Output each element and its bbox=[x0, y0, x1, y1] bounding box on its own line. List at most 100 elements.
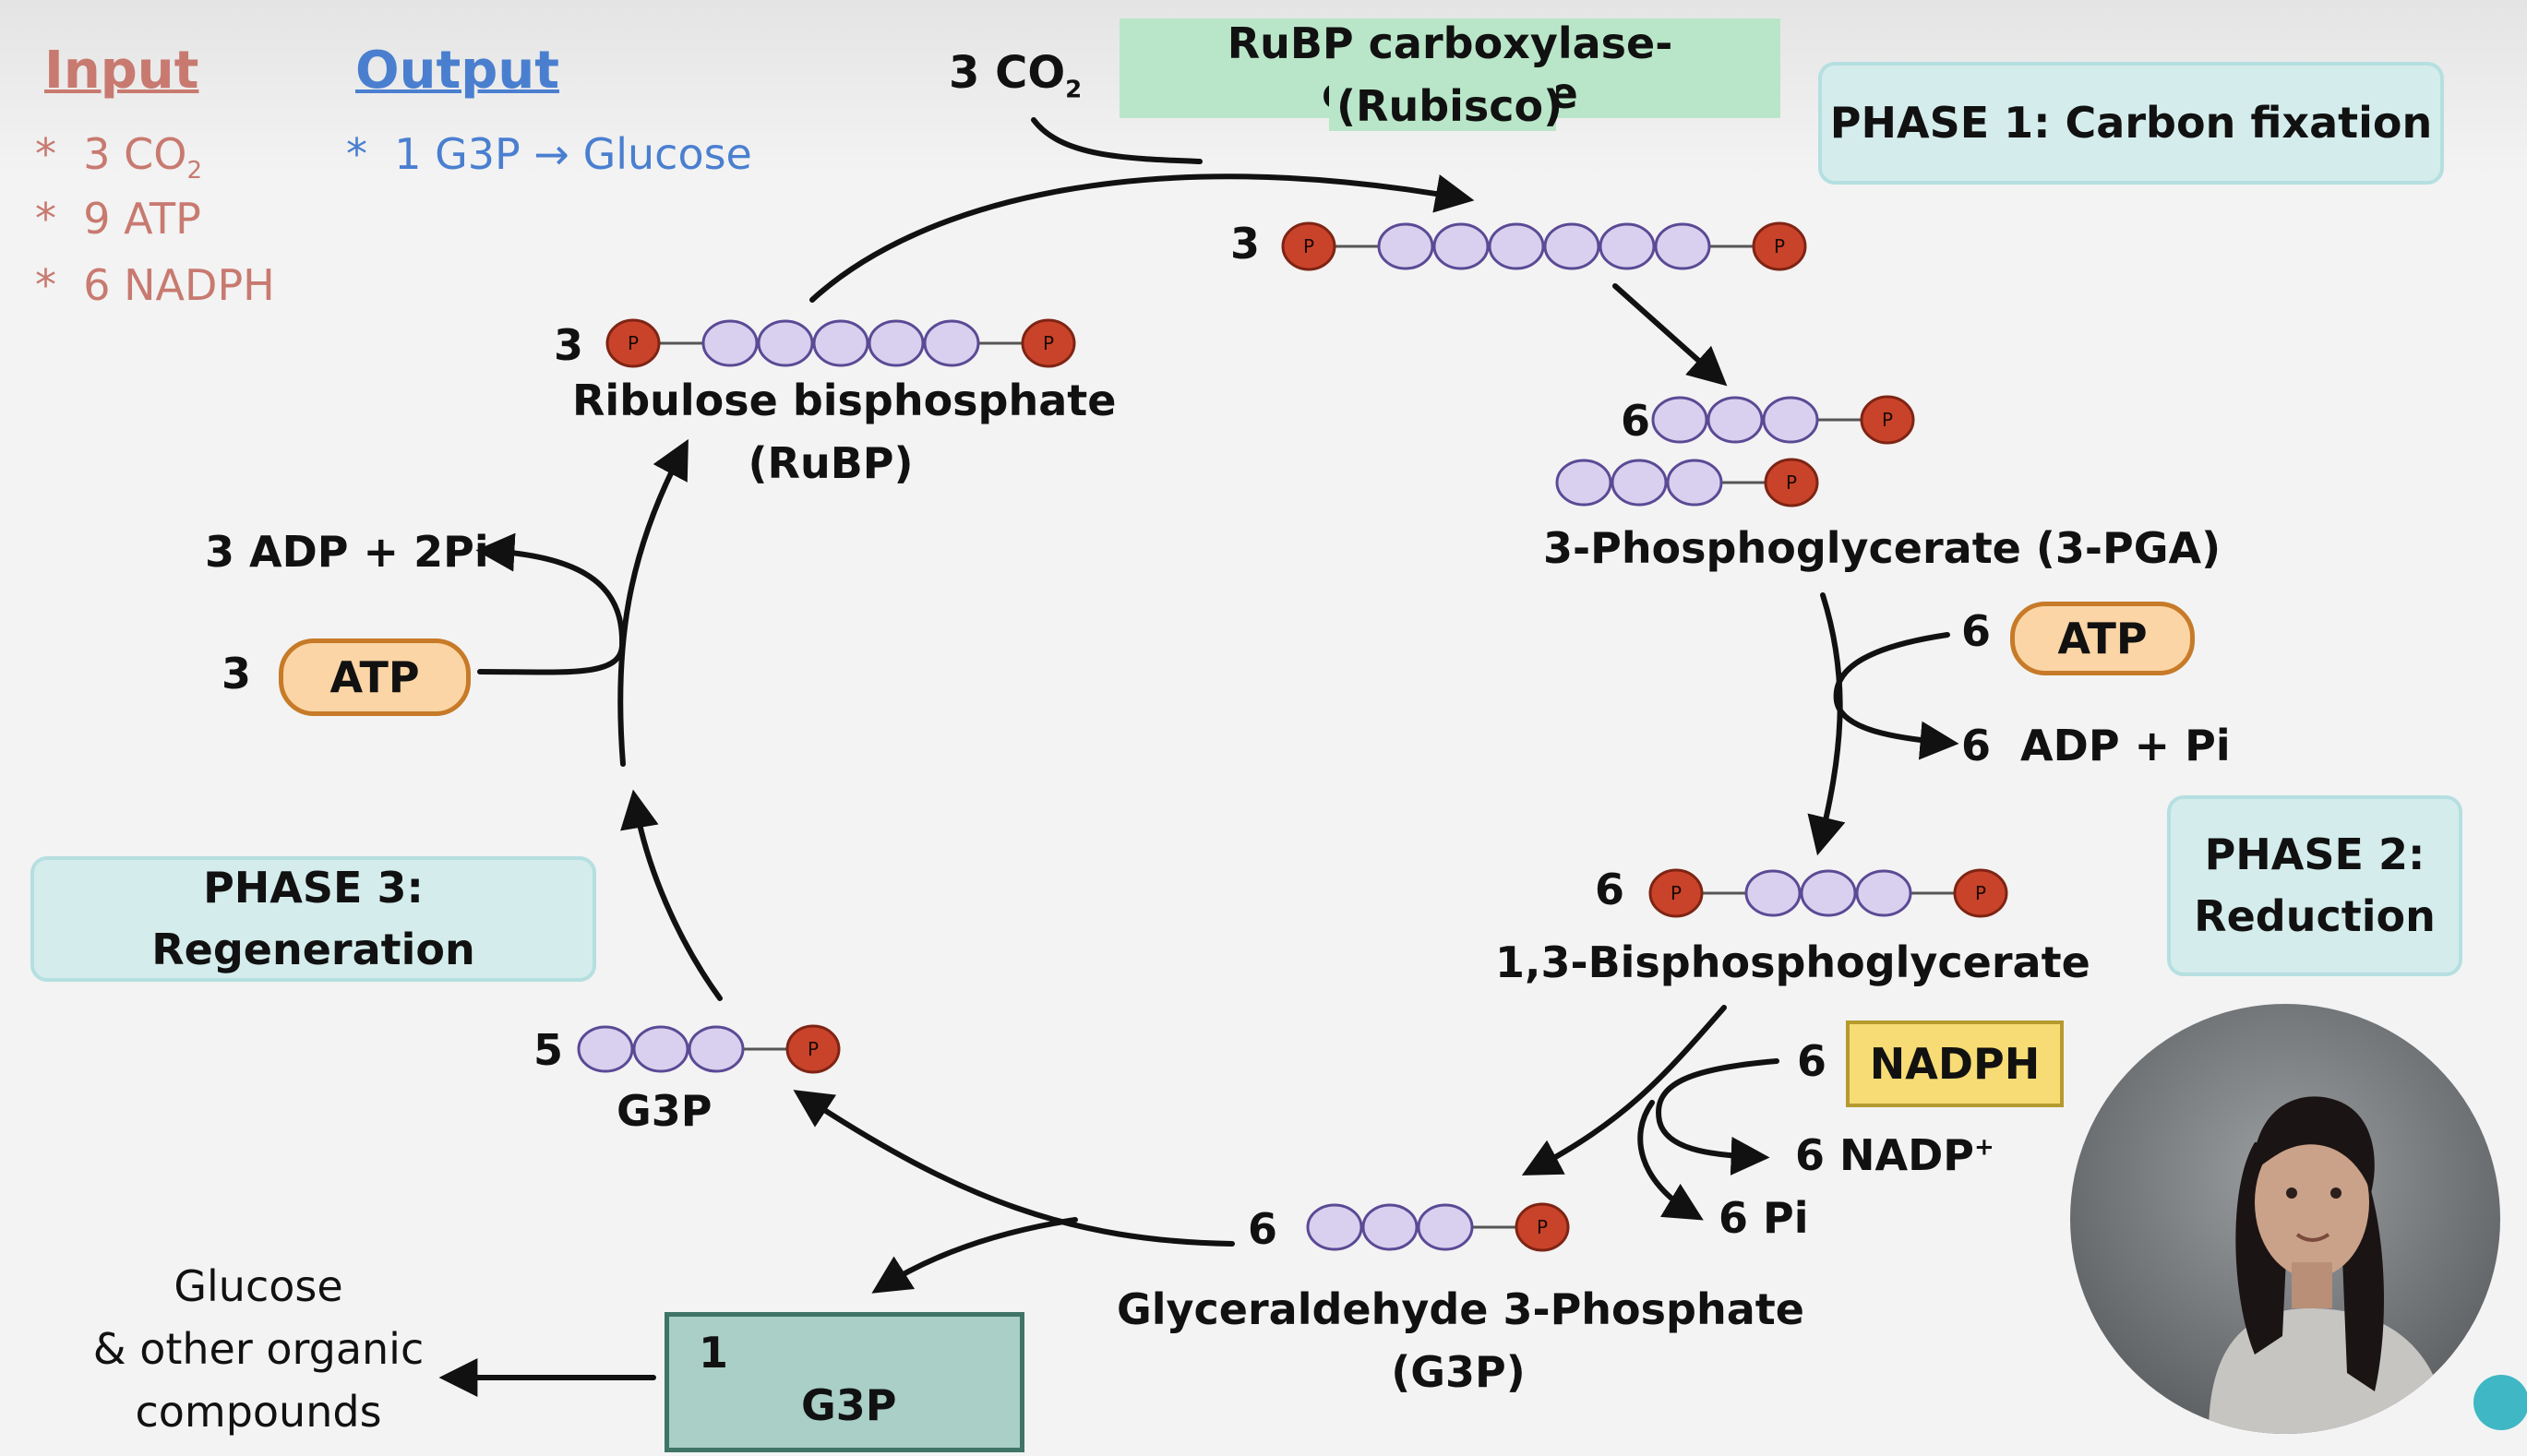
g3p5-count: 5 bbox=[533, 1025, 564, 1075]
molecule-chains: PPPPPPPPPPP bbox=[577, 221, 2008, 1378]
carbon-atom bbox=[1611, 459, 1668, 507]
phosphate-group bbox=[1764, 458, 1819, 507]
carbon-atom bbox=[688, 1025, 745, 1073]
arrow-to-5-g3p bbox=[793, 1090, 1235, 1247]
nadph-box: NADPH bbox=[1846, 1020, 2064, 1107]
phosphate-letter: P bbox=[1975, 882, 1986, 904]
nadp-output-label: 6 NADP+ bbox=[1795, 1130, 1994, 1180]
carbon-atom bbox=[923, 319, 980, 367]
g3p6-label-line2: (G3P) bbox=[1391, 1347, 1526, 1397]
pga-label: 3-Phosphoglycerate (3-PGA) bbox=[1543, 523, 2222, 573]
carbon-atom bbox=[1651, 396, 1708, 444]
phase2-line1: PHASE 2: bbox=[2204, 829, 2425, 880]
arrow-to-rubp bbox=[617, 438, 689, 767]
floating-widget-icon[interactable] bbox=[2473, 1375, 2527, 1430]
carbon-atom bbox=[1555, 459, 1612, 507]
carbon-atom bbox=[701, 319, 759, 367]
carbon-atom bbox=[577, 1025, 634, 1073]
presenter-photo bbox=[2070, 1004, 2500, 1434]
g3p1-count: 1 bbox=[699, 1328, 729, 1378]
glucose-line2: & other organic bbox=[92, 1324, 425, 1375]
co2-input-label: 3 CO2 bbox=[949, 47, 1083, 104]
atp-input-count: 6 bbox=[1961, 606, 1992, 656]
phosphate-letter: P bbox=[1774, 235, 1785, 257]
rubp-label-line2: (RuBP) bbox=[748, 438, 914, 488]
phase3-box: PHASE 3: Regeneration bbox=[30, 856, 596, 982]
arrow-regeneration bbox=[620, 789, 723, 1001]
arrow-to-bpg bbox=[1807, 592, 1846, 856]
co2-entry-arrow bbox=[1031, 117, 1203, 164]
regen-adp-output-label: 3 ADP + 2Pi bbox=[205, 527, 489, 577]
arrow-to-3pga bbox=[1612, 283, 1728, 387]
rubisco-product-count: 3 bbox=[1230, 219, 1261, 269]
phosphate-group bbox=[1752, 221, 1807, 271]
phosphate-letter: P bbox=[1882, 409, 1893, 431]
nadph-input-arrow bbox=[1656, 1058, 1779, 1176]
carbon-atom bbox=[1306, 1203, 1363, 1251]
carbon-atom bbox=[757, 319, 814, 367]
g3p1-label: G3P bbox=[801, 1380, 897, 1430]
output-item-g3p: * 1 G3P → Glucose bbox=[346, 129, 752, 179]
adp-output-label: 6 ADP + Pi bbox=[1961, 721, 2231, 770]
g3p6-chain: P bbox=[1306, 1202, 1570, 1252]
output-heading: Output bbox=[355, 41, 559, 101]
carbon-atom bbox=[1855, 869, 1912, 917]
carbon-atom bbox=[1432, 222, 1490, 270]
carbon-atom bbox=[1800, 869, 1857, 917]
g3p5-chain: P bbox=[577, 1024, 841, 1074]
carbon-atom bbox=[812, 319, 869, 367]
atp-input-arrow bbox=[1833, 632, 1959, 760]
phosphate-letter: P bbox=[808, 1038, 819, 1060]
phosphate-letter: P bbox=[1303, 235, 1314, 257]
phosphate-group bbox=[1953, 868, 2008, 918]
carbon-atom bbox=[1744, 869, 1802, 917]
rubp-label-line1: Ribulose bisphosphate bbox=[572, 376, 1117, 425]
pga-chain-upper: P bbox=[1651, 395, 1915, 445]
pi-output-arrow bbox=[1637, 1100, 1704, 1221]
phosphate-group bbox=[785, 1024, 841, 1074]
carbon-atom bbox=[1543, 222, 1600, 270]
carbon-atom bbox=[1762, 396, 1819, 444]
carbon-atom bbox=[1377, 222, 1434, 270]
glucose-line3: compounds bbox=[135, 1387, 382, 1438]
phosphate-letter: P bbox=[1537, 1216, 1548, 1238]
phosphate-letter: P bbox=[1043, 332, 1054, 354]
input-item-nadph: * 6 NADPH bbox=[35, 260, 275, 310]
pga-chain-lower: P bbox=[1555, 458, 1819, 507]
pga-count: 6 bbox=[1621, 396, 1651, 446]
phosphate-group bbox=[1281, 221, 1336, 271]
input-heading: Input bbox=[44, 41, 199, 101]
regen-atp-count: 3 bbox=[222, 649, 252, 698]
carbon-atom bbox=[1361, 1203, 1419, 1251]
cycle-arrow-rubp-to-rubisco bbox=[809, 173, 1475, 303]
phase2-box: PHASE 2: Reduction bbox=[2167, 795, 2462, 976]
regen-atp-arrow bbox=[475, 532, 626, 675]
carbon-atom bbox=[868, 319, 925, 367]
phosphate-letter: P bbox=[1786, 471, 1797, 494]
arrow-to-1-g3p bbox=[871, 1217, 1078, 1294]
rubisco-label-line2: (Rubisco) bbox=[1329, 81, 1563, 131]
input-item-atp: * 9 ATP bbox=[35, 194, 201, 244]
g3p5-label: G3P bbox=[617, 1086, 713, 1136]
pi-output-label: 6 Pi bbox=[1719, 1193, 1809, 1243]
phosphate-group bbox=[1515, 1202, 1570, 1252]
carbon-atom bbox=[1654, 222, 1711, 270]
phosphate-group bbox=[1860, 395, 1915, 445]
bpg-label: 1,3-Bisphosphoglycerate bbox=[1495, 937, 2090, 987]
carbon-atom bbox=[1666, 459, 1723, 507]
phosphate-group bbox=[1021, 318, 1076, 368]
carbon-atom bbox=[1599, 222, 1656, 270]
glucose-line1: Glucose bbox=[174, 1261, 343, 1311]
rubp-count: 3 bbox=[554, 320, 584, 370]
g3p6-label-line1: Glyceraldehyde 3-Phosphate bbox=[1117, 1284, 1804, 1334]
phosphate-group bbox=[1648, 868, 1704, 918]
phosphate-letter: P bbox=[1671, 882, 1682, 904]
arrow-to-g3p bbox=[1521, 1005, 1727, 1176]
atp-input-pill: ATP bbox=[2010, 602, 2195, 675]
phase2-line2: Reduction bbox=[2194, 891, 2436, 941]
carbon-atom bbox=[632, 1025, 689, 1073]
